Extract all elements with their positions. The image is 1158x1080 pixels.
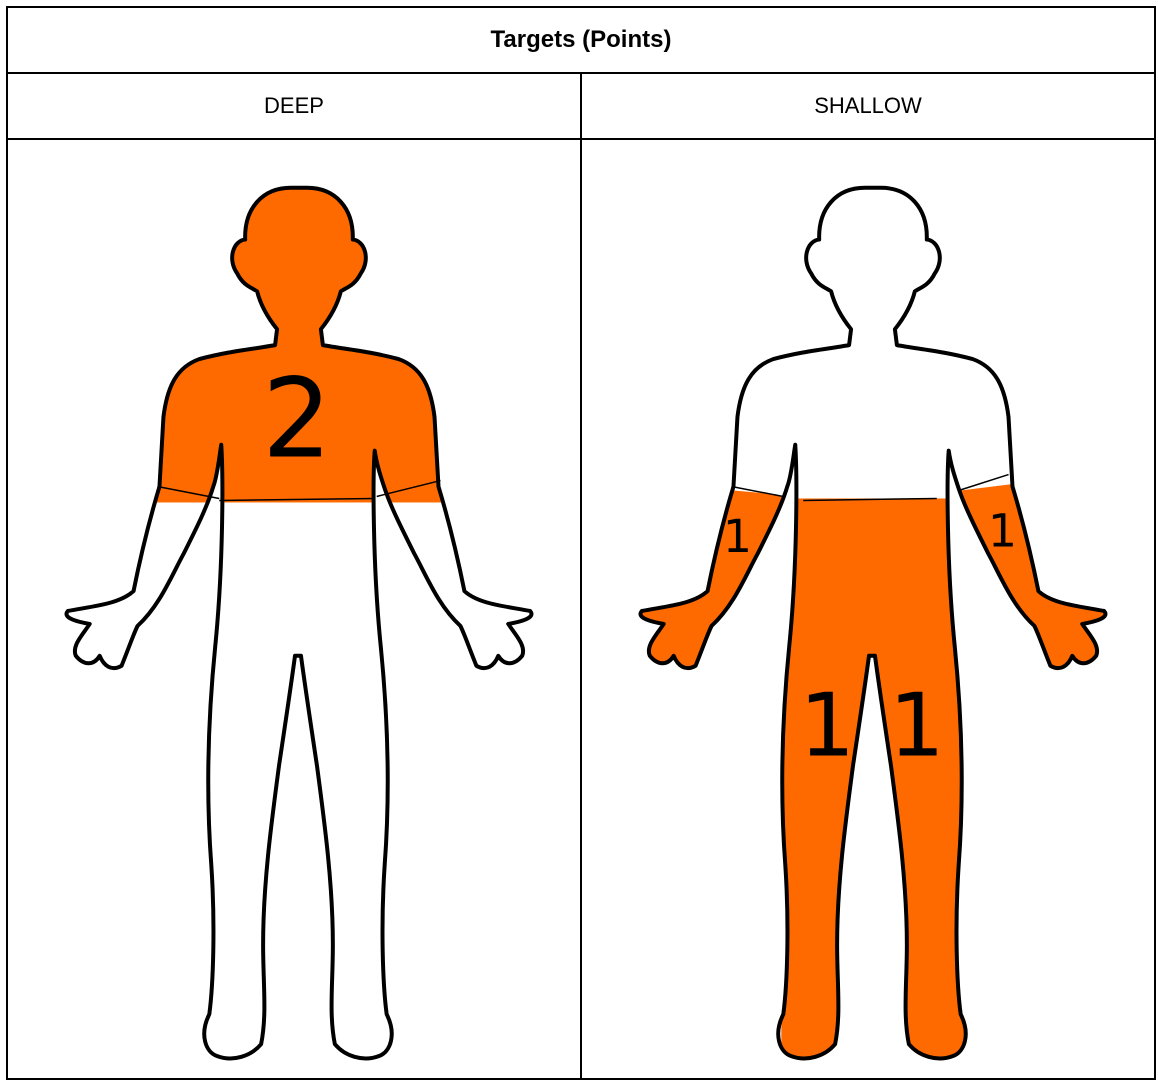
body-row: 2 1 [8,140,1154,1078]
header-row: DEEP SHALLOW [8,74,1154,140]
shallow-left-leg-points: 1 [799,674,855,776]
deep-cell: 2 [8,140,580,1078]
column-header-deep: DEEP [8,74,580,138]
deep-torso-points: 2 [262,355,332,483]
shallow-right-forearm-points: 1 [988,503,1017,557]
column-header-shallow: SHALLOW [580,74,1154,138]
table-title: Targets (Points) [8,8,1154,74]
deep-body-figure: 2 [8,140,580,1078]
targets-table: Targets (Points) DEEP SHALLOW 2 [6,6,1156,1080]
shallow-left-forearm-points: 1 [723,509,752,563]
shallow-left-forearm-region [582,477,795,706]
shallow-cell: 1 1 1 1 [580,140,1154,1078]
shallow-right-leg-points: 1 [889,674,945,776]
shallow-body-figure: 1 1 1 1 [582,140,1154,1078]
